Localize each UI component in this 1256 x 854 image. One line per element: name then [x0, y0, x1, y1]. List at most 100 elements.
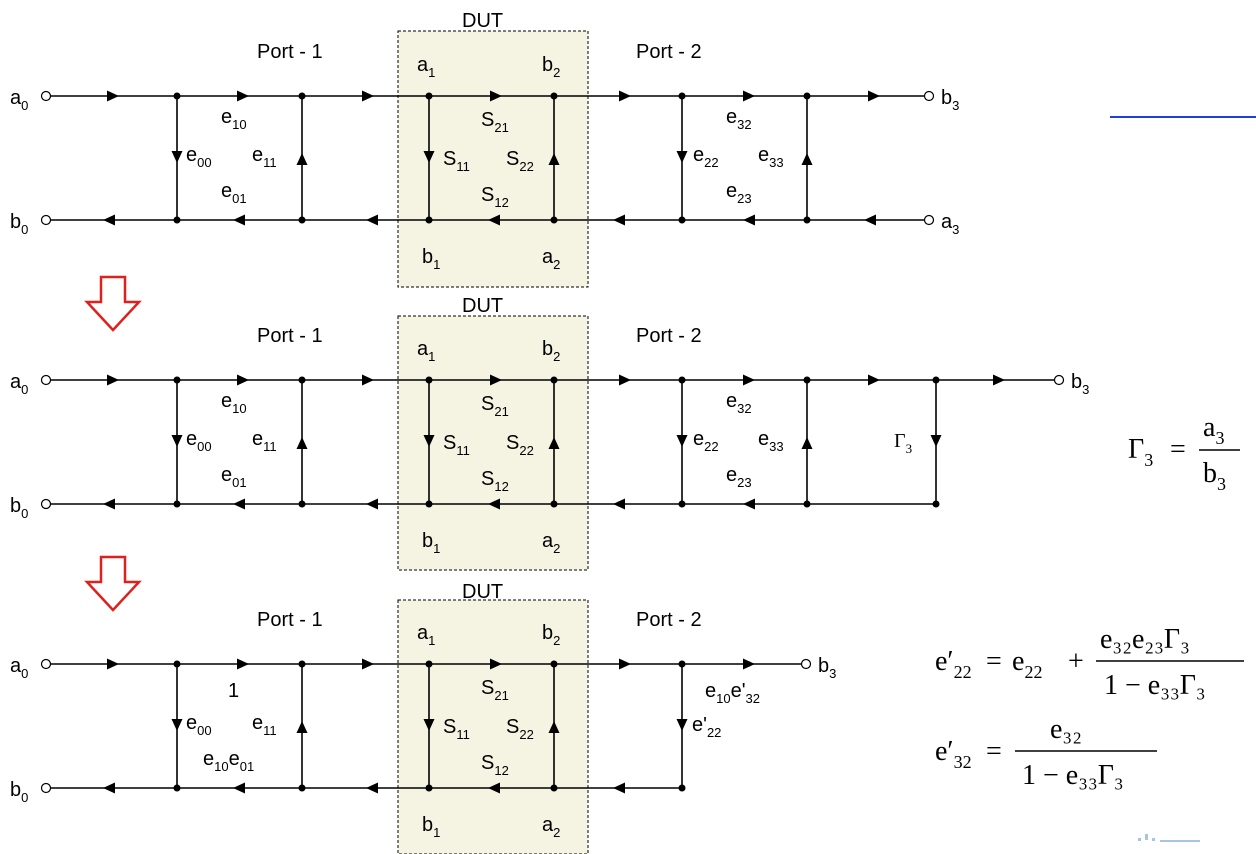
port2-label: Port - 2 — [636, 41, 702, 63]
term-e10e32p: e10e'32 — [705, 680, 760, 706]
arrow-right — [619, 658, 631, 670]
node-label-b1: b1 — [422, 530, 440, 556]
port2-label: Port - 2 — [636, 325, 702, 347]
term-s11: S11 — [443, 716, 470, 742]
arrow-right — [993, 374, 1005, 386]
node-label-a2: a2 — [542, 530, 560, 556]
term-e10: e10 — [221, 106, 247, 132]
node-label-b1: b1 — [422, 814, 440, 840]
node-dots — [173, 660, 686, 792]
arrow-down — [171, 435, 183, 447]
arrow-left — [613, 498, 625, 510]
arrow-right — [237, 374, 249, 386]
formula-e22p-plus: + — [1068, 646, 1084, 677]
formula-e32p-eq: = — [986, 736, 1002, 767]
port-terminal — [40, 782, 52, 794]
port-terminal — [923, 214, 935, 226]
flow-graph-with-gamma3: DUT Port - 1 Port - 2 — [10, 295, 1089, 571]
node-label-a1: a1 — [417, 54, 435, 80]
arrow-down — [423, 719, 435, 731]
node-label-a0: a0 — [10, 371, 28, 397]
arrow-left — [233, 782, 245, 794]
arrow-up — [296, 153, 308, 165]
arrow-right — [237, 90, 249, 102]
arrow-down — [676, 435, 688, 447]
arrow-up — [296, 437, 308, 449]
node-label-a0: a0 — [10, 655, 28, 681]
logo-fragment — [1138, 834, 1200, 842]
arrow-left — [366, 782, 378, 794]
port-terminal — [40, 214, 52, 226]
dut-label: DUT — [462, 581, 503, 603]
formula-e22p-t1: e22 — [1012, 646, 1042, 682]
term-s11: S11 — [443, 148, 470, 174]
node-label-a2: a2 — [542, 246, 560, 272]
term-e11: e11 — [252, 144, 277, 170]
arrow-down — [930, 435, 942, 447]
arrow-right — [107, 658, 119, 670]
term-e32: e32 — [726, 390, 752, 416]
node-label-b3: b3 — [1071, 371, 1089, 397]
port-terminal — [800, 658, 812, 670]
arrow-left — [103, 214, 115, 226]
flow-graph-reduced: DUT Port - 1 Port - 2 — [10, 581, 836, 854]
arrow-right — [619, 90, 631, 102]
term-s12: S12 — [481, 468, 509, 494]
red-down-arrow-icon — [84, 555, 142, 612]
term-e22: e22 — [693, 428, 719, 454]
arrow-down — [423, 151, 435, 163]
port-terminal — [40, 90, 52, 102]
term-e10e01: e10e01 — [203, 748, 254, 774]
formula-gamma3-eq: = — [1170, 434, 1186, 465]
formula-e32p-den: 1 − e₃₃Γ₃ — [1022, 760, 1124, 791]
formula-e22p-eq: = — [986, 646, 1002, 677]
term-s12: S12 — [481, 184, 509, 210]
arrow-left — [233, 498, 245, 510]
formula-gamma3-num: a3 — [1203, 412, 1224, 448]
node-label-b3: b3 — [818, 655, 836, 681]
arrow-left — [103, 782, 115, 794]
arrow-right — [362, 90, 374, 102]
formula-gamma3: Γ3 = a3 b3 — [1128, 412, 1240, 494]
arrow-left — [366, 214, 378, 226]
port-terminal — [923, 90, 935, 102]
term-e32: e32 — [726, 106, 752, 132]
red-down-arrow-icon — [84, 275, 142, 332]
arrow-up — [801, 153, 813, 165]
arrow-left — [864, 214, 876, 226]
term-e11: e11 — [252, 428, 277, 454]
arrow-left — [743, 214, 755, 226]
arrow-up — [548, 153, 560, 165]
node-label-b2: b2 — [542, 54, 560, 80]
port-terminal — [40, 374, 52, 386]
arrow-left — [233, 214, 245, 226]
term-e33: e33 — [758, 144, 784, 170]
term-e00: e00 — [186, 428, 212, 454]
term-e11: e11 — [252, 712, 277, 738]
arrow-right — [490, 90, 502, 102]
node-label-a3: a3 — [941, 211, 959, 237]
port1-label: Port - 1 — [257, 609, 323, 631]
arrow-left — [103, 498, 115, 510]
arrow-left — [743, 498, 755, 510]
arrow-right — [362, 658, 374, 670]
node-label-a1: a1 — [417, 622, 435, 648]
node-label-b1: b1 — [422, 246, 440, 272]
node-label-b0: b0 — [10, 495, 28, 521]
arrow-down — [676, 151, 688, 163]
formula-gamma3-lhs: Γ3 — [1128, 434, 1153, 470]
term-one: 1 — [228, 680, 239, 702]
term-s21: S21 — [481, 109, 509, 135]
arrow-left — [613, 782, 625, 794]
term-gamma3: Γ3 — [894, 430, 912, 456]
term-e33: e33 — [758, 428, 784, 454]
arrow-right — [743, 658, 755, 670]
formula-e32-prime: e′32 = e₃₂ 1 − e₃₃Γ₃ — [935, 714, 1157, 791]
term-s11: S11 — [443, 432, 470, 458]
term-s22: S22 — [506, 432, 534, 458]
term-s21: S21 — [481, 677, 509, 703]
arrow-up — [296, 721, 308, 733]
arrow-right — [490, 658, 502, 670]
formula-e22p-lhs: e′22 — [935, 646, 972, 682]
